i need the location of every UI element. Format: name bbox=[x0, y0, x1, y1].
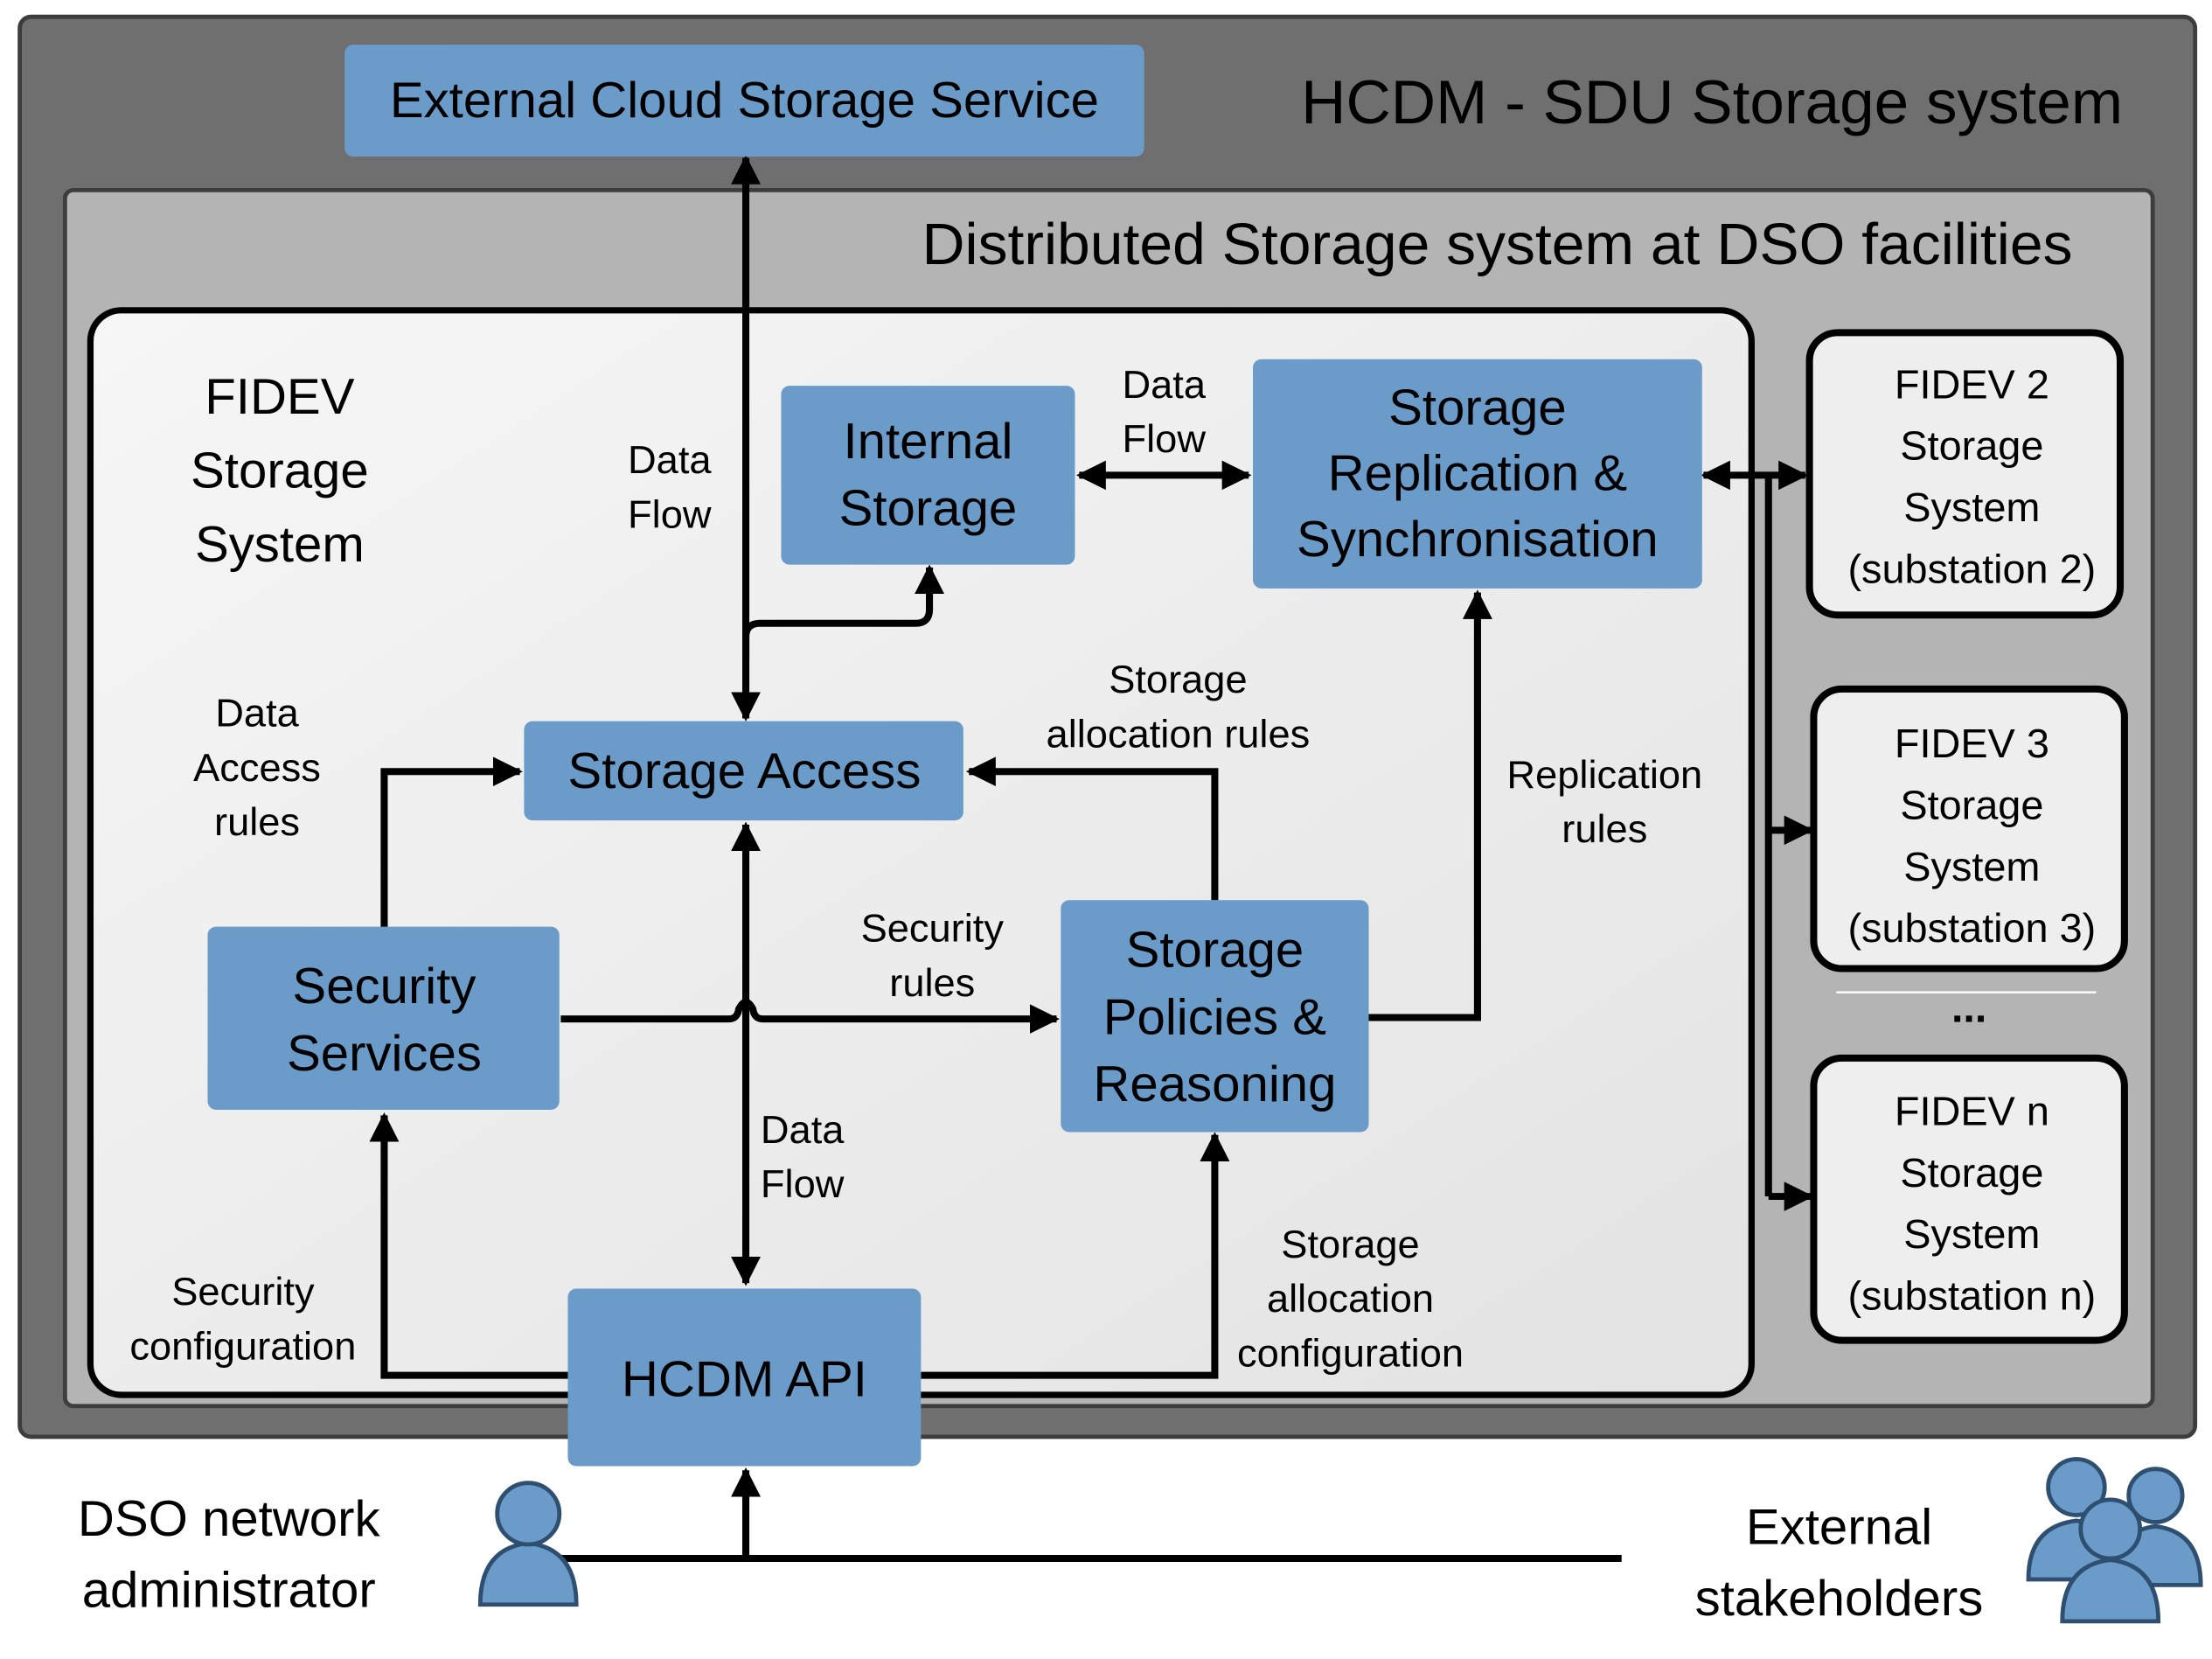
text-line: Storage bbox=[839, 481, 1018, 537]
text-line: Security bbox=[292, 959, 476, 1015]
storage-access-label: Storage Access bbox=[567, 743, 921, 799]
text-line: stakeholders bbox=[1695, 1572, 1984, 1628]
storage-access-box: Storage Access bbox=[524, 721, 963, 821]
label-storage-allocation-configuration: Storage allocation configuration bbox=[1237, 1222, 1464, 1375]
text-line: Storage bbox=[1900, 783, 2043, 828]
text-line: Policies & bbox=[1103, 990, 1326, 1046]
text-line: Services bbox=[287, 1026, 482, 1082]
arrow-policies-to-access bbox=[965, 756, 1219, 901]
arrow-api-to-policies bbox=[921, 1132, 1230, 1379]
text-line: System bbox=[195, 517, 365, 573]
text-line: Storage bbox=[1900, 423, 2043, 469]
text-line: administrator bbox=[82, 1563, 376, 1619]
text-line: Storage Access bbox=[567, 743, 921, 799]
label-replication-rules: Replication rules bbox=[1506, 752, 1702, 851]
group-icon bbox=[2026, 1457, 2203, 1624]
admin-label: DSO network administrator bbox=[78, 1491, 380, 1618]
text-line: FIDEV bbox=[205, 369, 355, 425]
text-line: Storage bbox=[191, 443, 369, 499]
hcdm-api-label: HCDM API bbox=[622, 1352, 867, 1408]
label-security-configuration: Security configuration bbox=[129, 1269, 356, 1368]
text-line: Flow bbox=[761, 1161, 845, 1206]
text-line: Internal bbox=[843, 414, 1012, 470]
text-line: (substation 2) bbox=[1847, 547, 2096, 592]
text-line: Security bbox=[171, 1269, 315, 1314]
text-line: rules bbox=[214, 799, 300, 844]
arrow-security-to-access bbox=[380, 756, 523, 929]
person-icon bbox=[477, 1481, 579, 1607]
label-security-rules: Security rules bbox=[861, 906, 1005, 1005]
connectors bbox=[369, 155, 1814, 1562]
distributed-storage-title: Distributed Storage system at DSO facili… bbox=[922, 212, 2073, 277]
text-line: System bbox=[1903, 484, 2040, 530]
text-line: Flow bbox=[628, 492, 712, 537]
text-line: Flow bbox=[1123, 416, 1207, 461]
text-line: rules bbox=[889, 960, 975, 1005]
text-line: allocation bbox=[1267, 1276, 1434, 1321]
text-line: System bbox=[1903, 1211, 2040, 1257]
text-line: System bbox=[1903, 844, 2040, 889]
text-line: rules bbox=[1562, 806, 1647, 851]
text-line: Reasoning bbox=[1093, 1056, 1336, 1112]
text-line: Distributed Storage system at DSO facili… bbox=[922, 212, 2073, 277]
label-storage-allocation-rules: Storage allocation rules bbox=[1047, 657, 1311, 756]
hcdm-api-box: HCDM API bbox=[567, 1288, 922, 1467]
substation-ellipsis: ... bbox=[1951, 985, 1986, 1032]
arrow-security-to-policies bbox=[560, 999, 1060, 1034]
arrow-policies-to-replication bbox=[1367, 589, 1492, 1021]
text-line: FIDEV n bbox=[1895, 1089, 2049, 1134]
text-line: External bbox=[1746, 1500, 1932, 1556]
text-line: Data bbox=[761, 1107, 845, 1152]
text-line: FIDEV 3 bbox=[1895, 721, 2049, 766]
text-line: Data bbox=[628, 437, 713, 482]
arrow-api-to-security bbox=[369, 1112, 571, 1379]
text-line: DSO network bbox=[78, 1491, 380, 1547]
text-line: Storage bbox=[1281, 1222, 1419, 1266]
external-cloud-storage-label: External Cloud Storage Service bbox=[390, 73, 1099, 129]
text-line: Storage bbox=[1109, 657, 1247, 701]
text-line: Replication bbox=[1506, 752, 1702, 797]
text-line: Security bbox=[861, 906, 1005, 951]
text-line: Data bbox=[1122, 362, 1207, 407]
text-line: FIDEV 2 bbox=[1895, 362, 2049, 408]
stakeholders-label: External stakeholders bbox=[1695, 1500, 1984, 1627]
text-line: Synchronisation bbox=[1297, 512, 1659, 568]
text-line: Storage bbox=[1126, 923, 1304, 979]
text-line: (substation n) bbox=[1847, 1273, 2096, 1319]
text-line: HCDM - SDU Storage system bbox=[1301, 67, 2123, 136]
text-line: Storage bbox=[1900, 1150, 2043, 1195]
text-line: configuration bbox=[129, 1324, 356, 1369]
text-line: configuration bbox=[1237, 1331, 1464, 1376]
external-cloud-storage-box: External Cloud Storage Service bbox=[344, 45, 1144, 157]
arrow-to-internal-storage bbox=[741, 564, 945, 658]
text-line: allocation rules bbox=[1047, 712, 1311, 756]
text-line: HCDM API bbox=[622, 1352, 867, 1408]
text-line: (substation 3) bbox=[1847, 905, 2096, 951]
outer-system-title: HCDM - SDU Storage system bbox=[1301, 67, 2123, 136]
text-line: External Cloud Storage Service bbox=[390, 73, 1099, 129]
text-line: Data bbox=[215, 691, 300, 735]
text-line: Storage bbox=[1388, 380, 1567, 436]
text-line: Replication & bbox=[1328, 446, 1628, 502]
text-line: Access bbox=[193, 745, 321, 790]
